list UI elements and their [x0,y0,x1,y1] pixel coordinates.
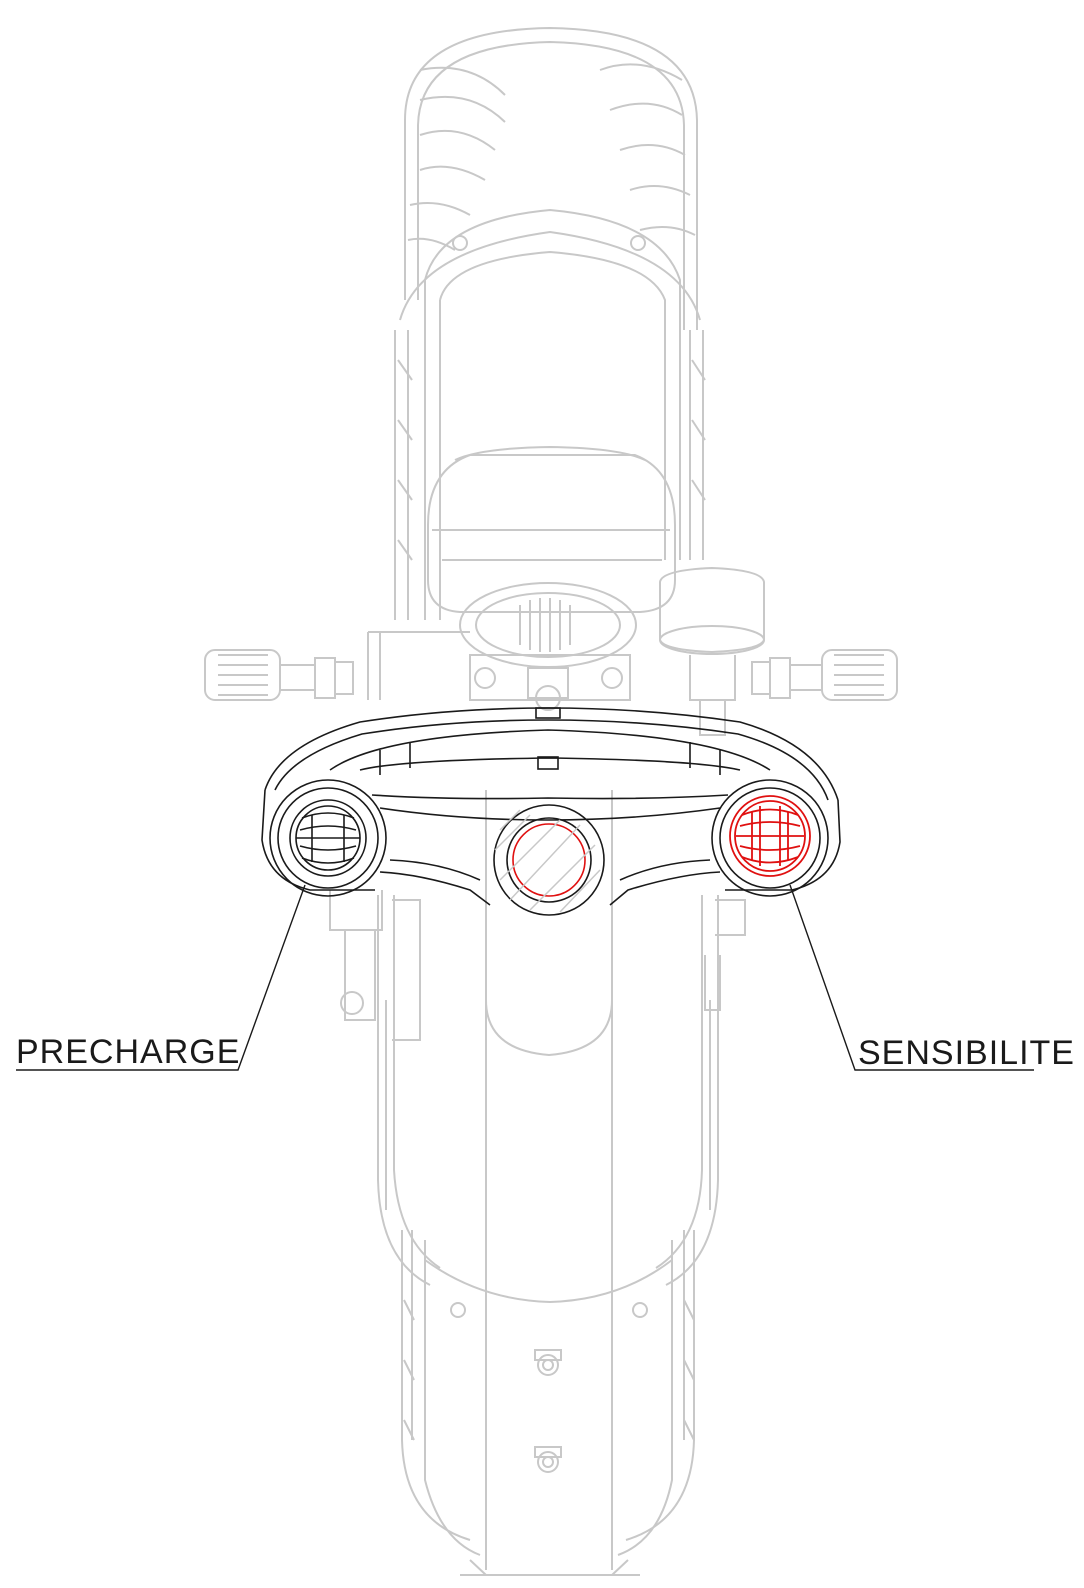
gauge [659,566,765,736]
triple-clamp [261,707,841,906]
central-stem [460,790,640,1576]
precharge-leader [16,884,306,1071]
callout-leaders [16,884,1034,1071]
background-parts [204,26,898,1576]
front-fender [399,208,701,620]
upper-bracket [367,631,631,711]
fork-legs [377,895,719,1286]
lower-left-components [329,890,746,1041]
lower-tyre [401,1230,695,1541]
precharge-label: PRECHARGE [16,1033,241,1071]
sensibilite-label: SENSIBILITE [858,1034,1075,1072]
lower-fender [424,1240,673,1556]
left-preload-adjuster [269,779,387,897]
steering-head [493,804,605,916]
left-indicator [204,649,354,701]
right-rebound-adjuster [711,779,829,897]
sensibilite-leader [789,884,1034,1071]
headlight [427,445,676,613]
right-indicator [751,649,898,701]
front-tyre [394,26,706,620]
